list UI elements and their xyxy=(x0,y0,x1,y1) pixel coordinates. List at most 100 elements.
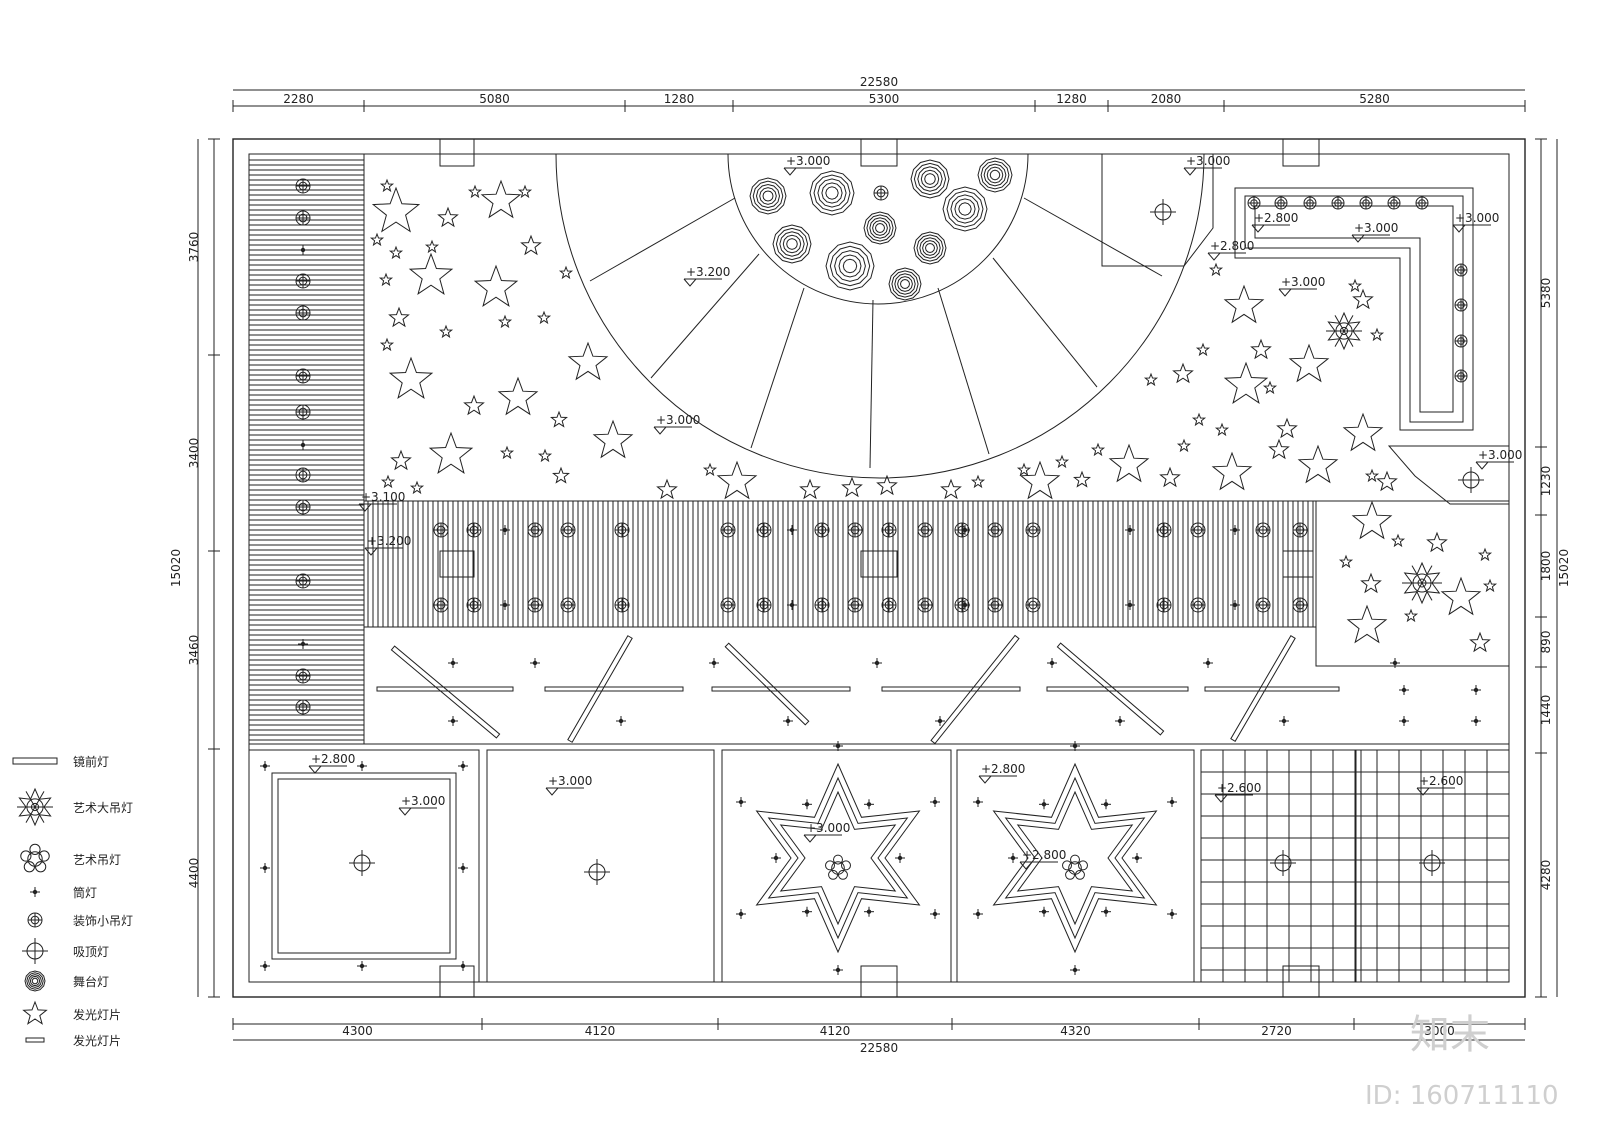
radial-beam xyxy=(992,257,1098,388)
star-light-icon xyxy=(702,462,718,477)
stage-light-icon xyxy=(913,231,947,265)
level-tag-text: +3.000 xyxy=(1354,221,1398,235)
stage-light-icon xyxy=(772,224,812,264)
stage-light-icon xyxy=(759,187,777,205)
star-light-icon xyxy=(499,445,515,460)
star-light-icon xyxy=(497,376,539,416)
right-dim-label: 1440 xyxy=(1539,695,1553,726)
star-light-icon xyxy=(1351,500,1393,540)
small-pendant-icon xyxy=(27,912,43,928)
star-light-icon xyxy=(424,239,440,254)
right-l-feature xyxy=(1101,153,1510,667)
diagonal-light-strip xyxy=(1056,642,1165,736)
star-ceiling-outline xyxy=(779,790,897,926)
strip-light-icon xyxy=(12,757,58,765)
spotlight-icon xyxy=(30,887,40,897)
legend-label: 发光灯片 xyxy=(73,1033,121,1048)
light-panel-strip xyxy=(1204,686,1340,692)
star-light-icon xyxy=(1426,531,1448,553)
level-tag-marker xyxy=(1251,224,1265,233)
bottom-dim-label: 4120 xyxy=(585,1024,616,1038)
ceiling-level-tags: +3.000+3.200+3.000+3.000+2.800+3.000+3.0… xyxy=(308,154,1522,870)
art-chandelier-icon xyxy=(1421,565,1433,584)
star-light-icon xyxy=(1143,372,1159,387)
radial-beam xyxy=(1023,197,1163,277)
star-light-icon xyxy=(1469,631,1491,653)
star-light-icon xyxy=(1262,380,1278,395)
stage-light-icon xyxy=(922,240,938,256)
stage-light-icon xyxy=(863,211,897,245)
star-light-icon xyxy=(1297,444,1339,484)
stage-light-icon xyxy=(24,970,46,992)
star-light-icon xyxy=(1288,343,1330,383)
star-light-icon xyxy=(1019,460,1061,500)
art-chandelier-icon xyxy=(25,806,36,823)
semicircle-stage-ceiling xyxy=(555,153,1205,479)
star-light-icon xyxy=(1347,278,1363,293)
art-pendant-icon xyxy=(841,860,851,871)
stage-light-icon xyxy=(983,163,1007,187)
star-light-icon xyxy=(537,448,553,463)
star-ceiling-outline xyxy=(1016,790,1134,926)
star-light-icon xyxy=(378,272,394,287)
right-dim-label: 4280 xyxy=(1539,860,1553,891)
art-chandelier-icon xyxy=(1343,330,1354,347)
stage-light-icon xyxy=(817,178,847,208)
watermark-logo: 知末 xyxy=(1410,1012,1490,1058)
level-tag-marker xyxy=(545,787,559,796)
art-pendant-icon xyxy=(825,860,835,871)
light-panel-icon xyxy=(25,1037,45,1043)
legend-label: 发光灯片 xyxy=(73,1007,121,1022)
stage-light-icon xyxy=(916,234,944,262)
star-light-icon xyxy=(1223,361,1269,404)
left-dim-label: 3460 xyxy=(187,635,201,666)
top-dim-label: 2080 xyxy=(1151,92,1182,106)
stage-light-icon xyxy=(755,183,781,209)
star-light-field xyxy=(369,178,1498,653)
star-light-icon xyxy=(592,419,634,459)
star-light-icon xyxy=(22,1000,48,1025)
star-light-icon xyxy=(517,184,533,199)
level-tag-text: +2.600 xyxy=(1217,781,1261,795)
left-dim-label: 4400 xyxy=(187,858,201,889)
art-pendant-icon xyxy=(1062,860,1072,871)
stage-light-icon xyxy=(779,231,805,257)
stage-light-icon xyxy=(866,214,894,242)
level-tag-text: +3.000 xyxy=(548,774,592,788)
light-panel-strip xyxy=(881,686,1021,692)
overall-height-dim: 15020 xyxy=(169,549,183,587)
level-tag-text: +2.800 xyxy=(1210,239,1254,253)
bottom-dim-label: 4120 xyxy=(820,1024,851,1038)
stage-light-icon xyxy=(910,159,950,199)
top-dim-label: 5280 xyxy=(1359,92,1390,106)
stage-light-icon xyxy=(786,238,798,250)
star-light-icon xyxy=(369,232,385,247)
star-light-icon xyxy=(497,314,513,329)
light-panel-strip xyxy=(376,686,514,692)
star-light-icon xyxy=(1369,327,1385,342)
star-light-icon xyxy=(467,184,483,199)
level-tag-marker xyxy=(1214,794,1228,803)
star-light-icon xyxy=(841,476,863,498)
stage-light-icon xyxy=(31,977,39,985)
star-light-icon xyxy=(716,460,758,500)
stage-light-icon xyxy=(986,166,1004,184)
star-light-icon xyxy=(1364,468,1380,483)
star-light-icon xyxy=(1342,412,1384,452)
art-pendant-icon xyxy=(1070,854,1080,865)
star-light-icon xyxy=(1482,578,1498,593)
stage-light-icon xyxy=(749,177,787,215)
light-panel-strip xyxy=(544,686,684,692)
overall-width-dim: 22580 xyxy=(860,75,898,89)
right-dim-label: 1800 xyxy=(1539,551,1553,582)
star-light-icon xyxy=(1054,454,1070,469)
star-light-icon xyxy=(428,431,474,474)
stage-light-icon xyxy=(989,169,1001,181)
star-light-icon xyxy=(1016,462,1032,477)
bottom-rooms xyxy=(248,741,1510,983)
level-tag-marker xyxy=(653,426,667,435)
star-light-icon xyxy=(1191,412,1207,427)
stage-light-icon xyxy=(28,974,42,988)
